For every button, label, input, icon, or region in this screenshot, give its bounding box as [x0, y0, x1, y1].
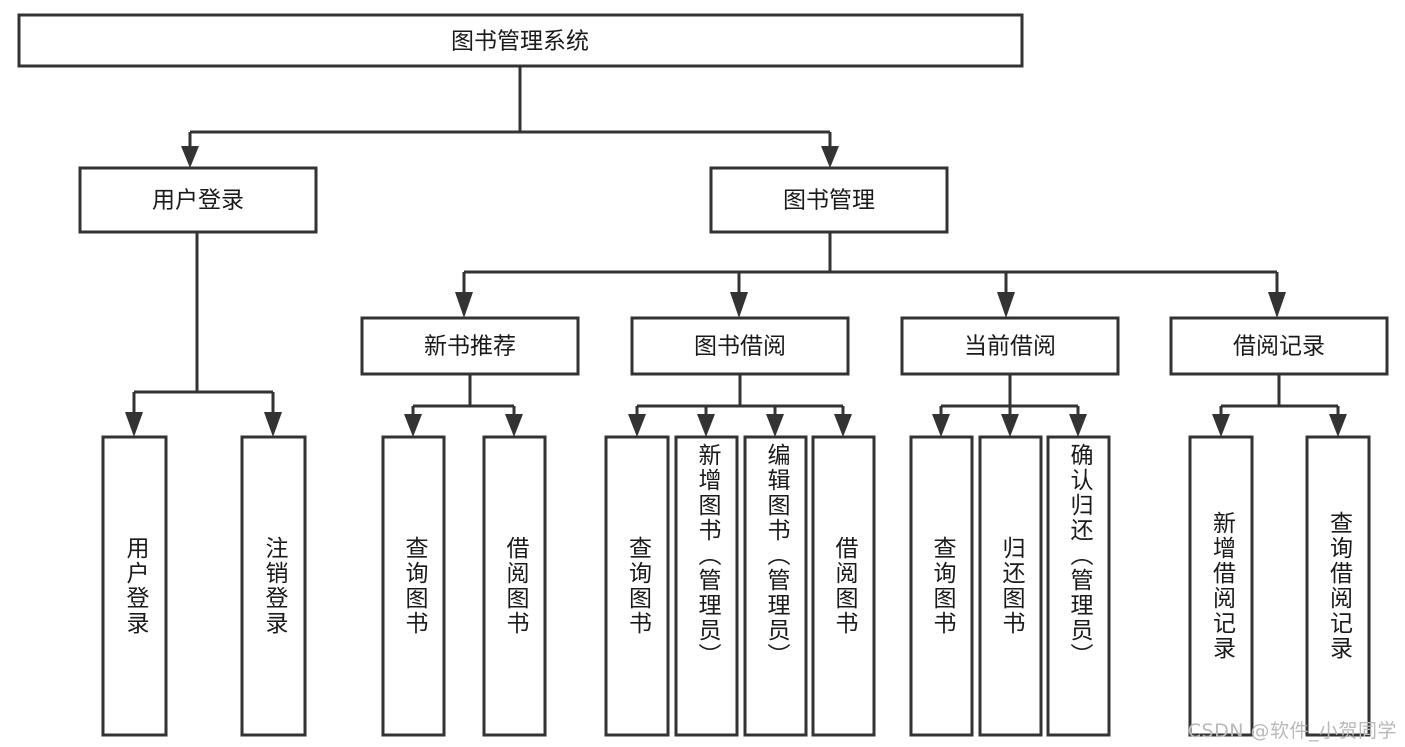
arrow-head-icon	[505, 414, 523, 437]
node-borrow-record[interactable]: 借阅记录	[1169, 316, 1389, 376]
node-current-borrow-box[interactable]	[900, 316, 1120, 376]
node-book-borrow-label: 图书借阅	[694, 334, 786, 360]
node-user-login-box[interactable]	[78, 166, 318, 234]
node-current-borrow-label: 当前借阅	[964, 334, 1056, 360]
arrow-head-icon	[1212, 414, 1230, 437]
arrow-head-icon	[264, 412, 282, 437]
connector-borrowrecord-to-leaves	[1212, 374, 1347, 437]
leaf-user-logout-box[interactable]	[240, 435, 307, 737]
leaf-query-book-1-box[interactable]	[381, 435, 446, 737]
connector-currentborrow-to-leaves	[932, 374, 1087, 437]
node-new-book-recommend-box[interactable]	[360, 316, 580, 376]
node-book-borrow[interactable]: 图书借阅	[630, 316, 850, 376]
arrow-head-icon	[1069, 414, 1087, 437]
node-root-box[interactable]	[17, 13, 1024, 68]
arrow-head-icon	[628, 414, 646, 437]
leaf-confirm-return-box[interactable]	[1046, 435, 1111, 737]
node-book-management-label: 图书管理	[783, 188, 875, 214]
arrow-head-icon	[834, 414, 852, 437]
leaf-query-book-3-box[interactable]	[909, 435, 974, 737]
node-borrow-record-box[interactable]	[1169, 316, 1389, 376]
node-book-borrow-box[interactable]	[630, 316, 850, 376]
arrow-head-icon	[997, 292, 1015, 318]
arrow-head-icon	[181, 146, 199, 168]
leaf-query-book-2-box[interactable]	[604, 435, 670, 737]
leaf-user-login-box[interactable]	[101, 435, 168, 737]
connector-bookmgmt-to-level3	[455, 232, 1286, 318]
arrow-head-icon	[404, 414, 422, 437]
leaf-query-record-box[interactable]	[1305, 435, 1371, 737]
leaf-boxes	[101, 435, 1371, 737]
node-root[interactable]: 图书管理系统	[17, 13, 1024, 68]
node-new-book-recommend[interactable]: 新书推荐	[360, 316, 580, 376]
node-book-management-box[interactable]	[709, 166, 949, 234]
arrow-head-icon	[766, 414, 784, 437]
connector-root-to-level2	[181, 66, 839, 168]
leaf-return-book-box[interactable]	[978, 435, 1043, 737]
leaf-add-record-box[interactable]	[1188, 435, 1254, 737]
arrow-head-icon	[1329, 414, 1347, 437]
connector-userlogin-to-leaves	[125, 232, 282, 437]
watermark-text: CSDN @软件_小贺同学	[1187, 720, 1397, 742]
leaf-borrow-book-2-box[interactable]	[811, 435, 876, 737]
arrow-head-icon	[730, 292, 748, 318]
arrow-head-icon	[697, 414, 715, 437]
node-book-management[interactable]: 图书管理	[709, 166, 949, 234]
connector-newbook-to-leaves	[404, 374, 523, 437]
leaf-edit-book-box[interactable]	[743, 435, 808, 737]
node-root-label: 图书管理系统	[451, 29, 589, 55]
node-user-login-label: 用户登录	[152, 188, 244, 214]
arrow-head-icon	[932, 414, 950, 437]
node-user-login[interactable]: 用户登录	[78, 166, 318, 234]
arrow-head-icon	[125, 412, 143, 437]
node-current-borrow[interactable]: 当前借阅	[900, 316, 1120, 376]
arrow-head-icon	[1001, 414, 1019, 437]
node-new-book-recommend-label: 新书推荐	[424, 334, 516, 360]
leaf-borrow-book-1-box[interactable]	[482, 435, 547, 737]
node-borrow-record-label: 借阅记录	[1233, 334, 1325, 360]
arrow-head-icon	[821, 146, 839, 168]
leaf-add-book-box[interactable]	[674, 435, 739, 737]
connector-bookborrow-to-leaves	[628, 374, 852, 437]
arrow-head-icon	[455, 292, 473, 318]
arrow-head-icon	[1268, 292, 1286, 318]
